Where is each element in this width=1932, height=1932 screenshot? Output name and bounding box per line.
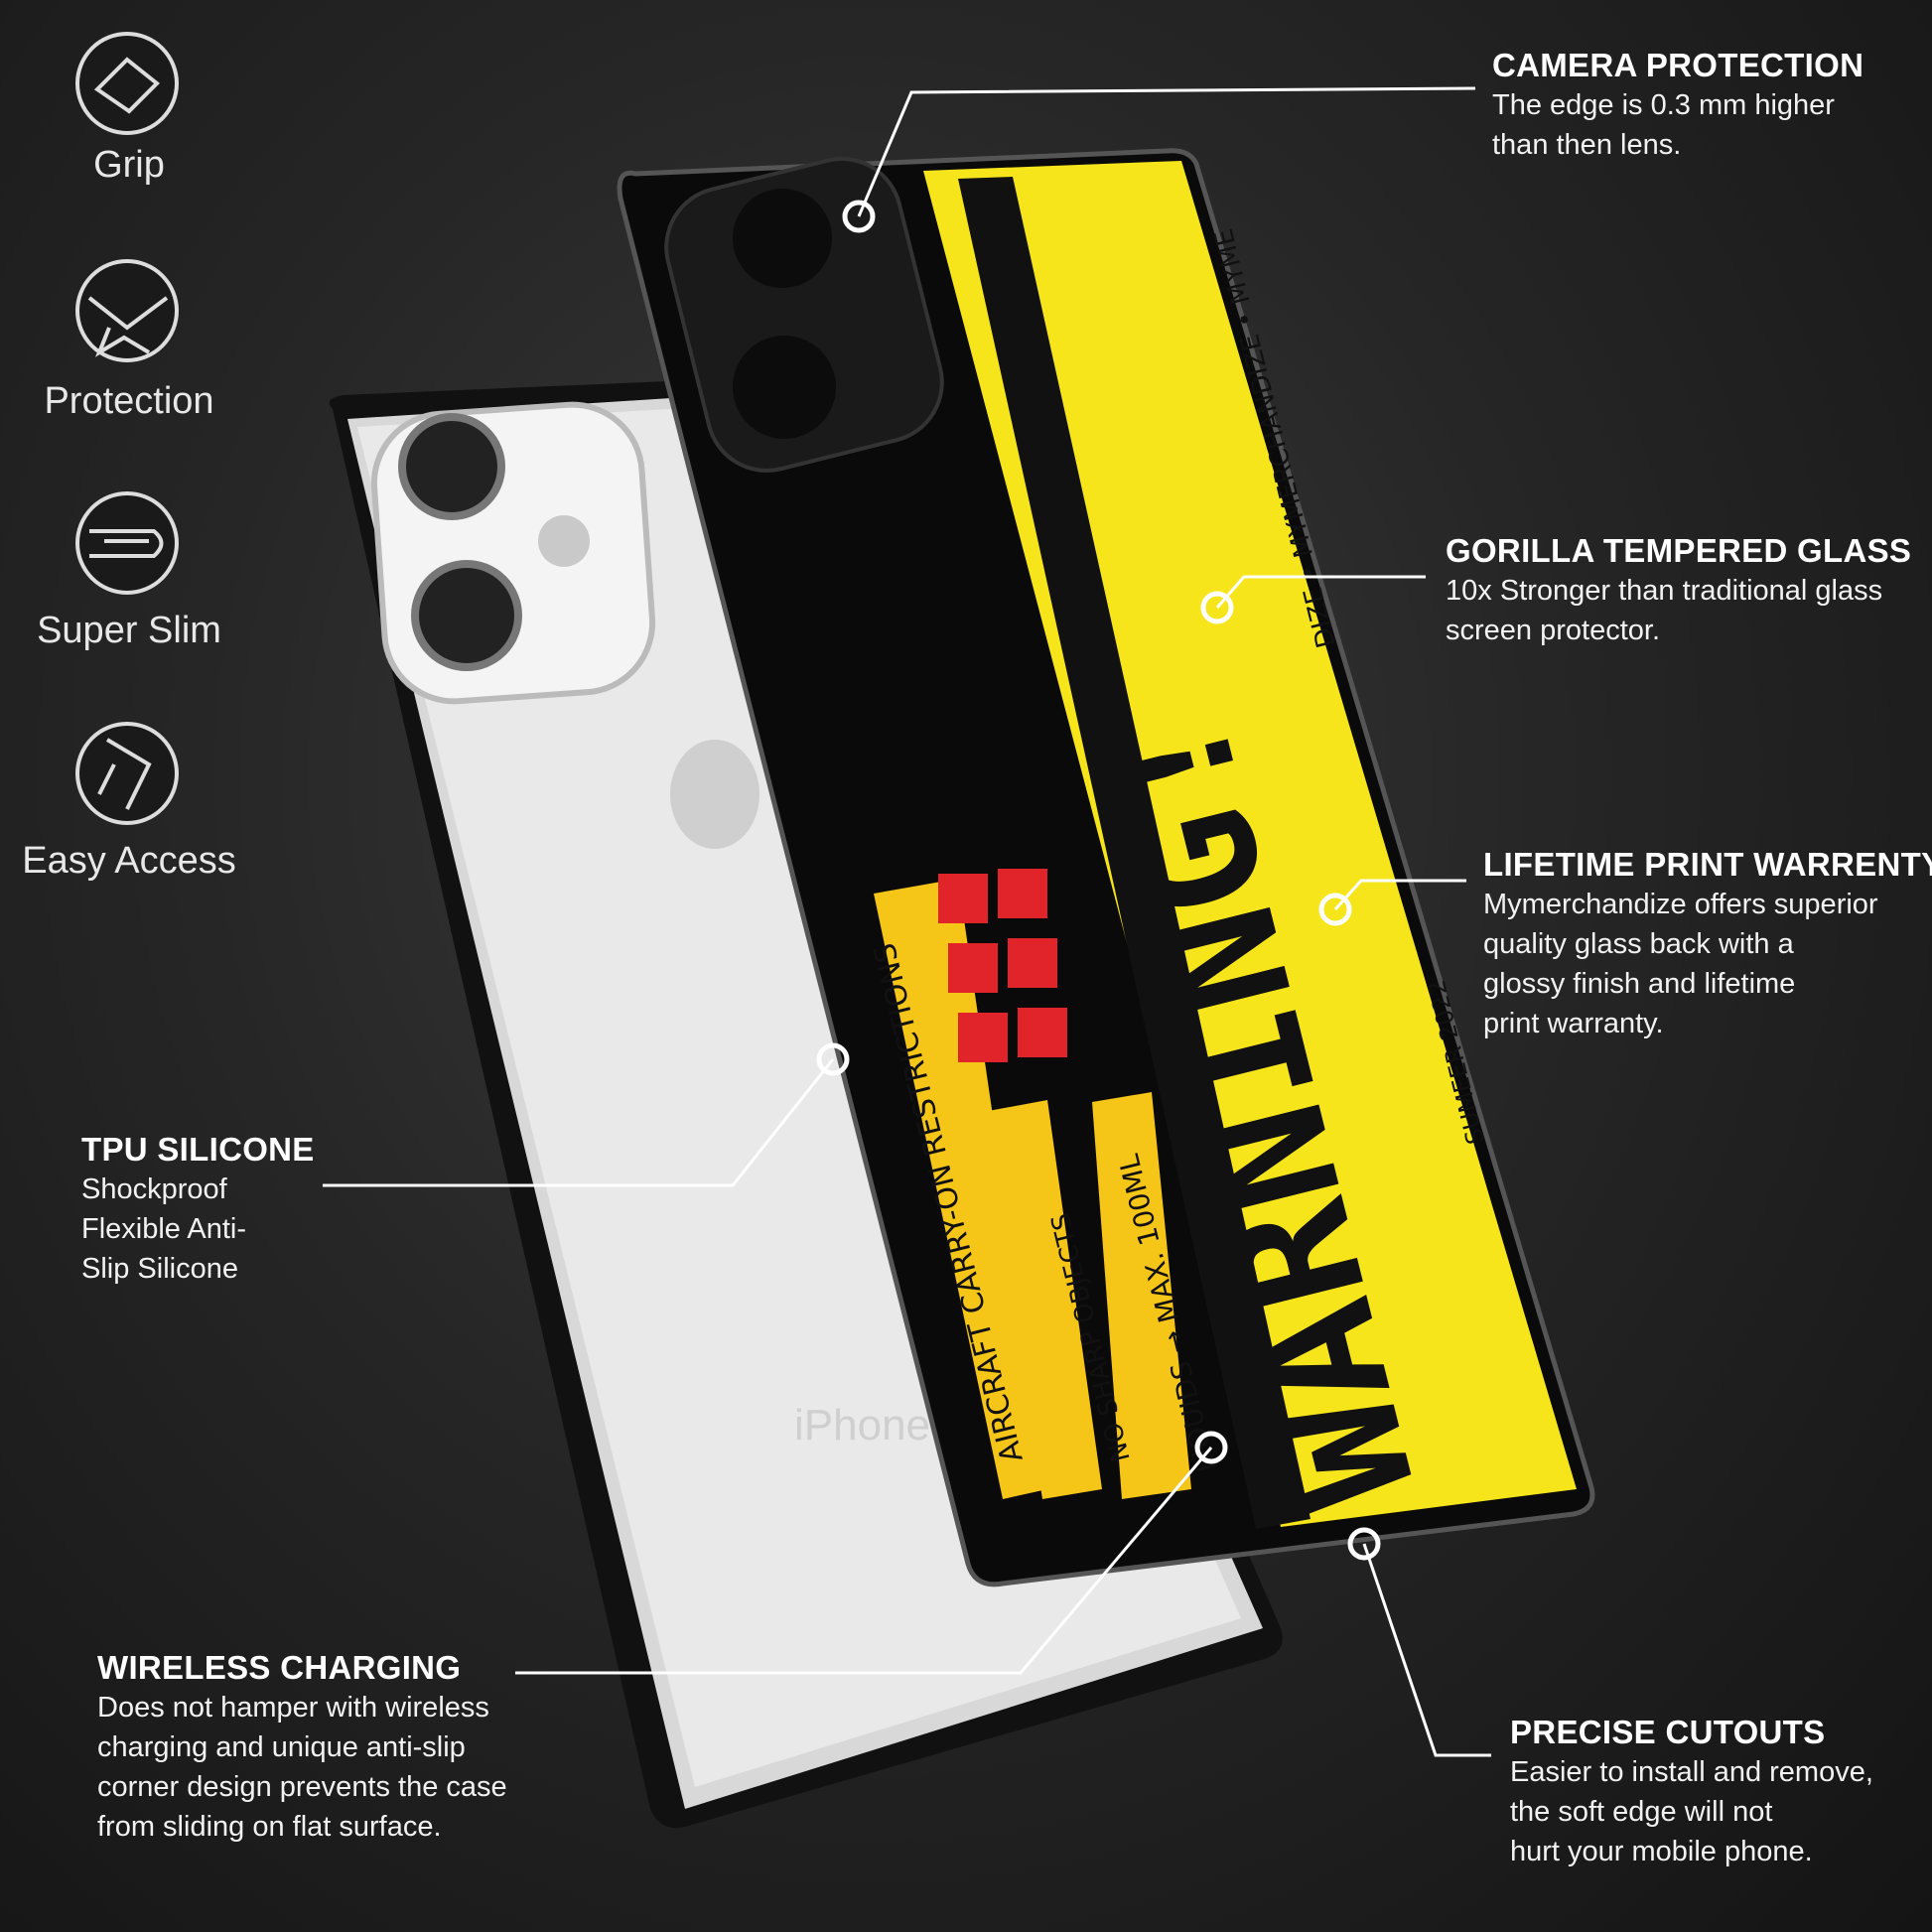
callout-title: GORILLA TEMPERED GLASS (1446, 532, 1912, 569)
back-phone-mark: iPhone (794, 1401, 930, 1449)
front-case: AIRCRAFT CARRY-ON RESTRICTIONS NO SHARP … (617, 148, 1595, 1587)
callout-gorilla-glass: GORILLA TEMPERED GLASS 10x Stronger than… (1446, 531, 1911, 650)
callout-desc: Easier to install and remove, the soft e… (1510, 1756, 1873, 1867)
callout-desc: The edge is 0.3 mm higher than then lens… (1492, 89, 1835, 161)
callout-dots (816, 200, 1381, 1561)
callout-title: LIFETIME PRINT WARRENTY (1483, 846, 1932, 883)
warning-yellow-panel (923, 161, 1577, 1527)
feature-label-easy-access: Easy Access (22, 840, 236, 882)
callout-lines (323, 86, 1491, 1757)
camera-lens-icon (411, 560, 522, 671)
camera-lens-icon (398, 413, 505, 520)
callout-title: PRECISE CUTOUTS (1510, 1714, 1826, 1750)
callout-tpu-silicone: TPU SILICONE Shockproof Flexible Anti- S… (81, 1130, 315, 1289)
callout-precise-cutouts: PRECISE CUTOUTS Easier to install and re… (1510, 1713, 1873, 1871)
callout-title: CAMERA PROTECTION (1492, 47, 1864, 83)
callout-desc: Does not hamper with wireless charging a… (97, 1692, 507, 1843)
callout-desc: 10x Stronger than traditional glass scre… (1446, 575, 1883, 646)
shield-impact-icon (75, 259, 179, 362)
feature-label-grip: Grip (93, 144, 165, 186)
label-restrictions (874, 879, 1047, 1499)
callout-camera-protection: CAMERA PROTECTION The edge is 0.3 mm hig… (1492, 46, 1863, 165)
phone-hand-icon (75, 722, 179, 825)
apple-logo-icon (670, 740, 759, 849)
callout-title: TPU SILICONE (81, 1131, 315, 1168)
feature-label-super-slim: Super Slim (37, 610, 221, 651)
callout-wireless-charging: WIRELESS CHARGING Does not hamper with w… (97, 1648, 507, 1847)
callout-desc: Shockproof Flexible Anti- Slip Silicone (81, 1173, 247, 1285)
callout-desc: Mymerchandize offers superior quality gl… (1483, 889, 1878, 1039)
callout-title: WIRELESS CHARGING (97, 1649, 462, 1686)
slim-case-icon (75, 491, 179, 595)
restriction-icons (938, 869, 1067, 1062)
hand-grip-icon (75, 32, 179, 135)
flash-icon (538, 515, 590, 567)
feature-label-protection: Protection (44, 380, 214, 422)
callout-lifetime-warranty: LIFETIME PRINT WARRENTY Mymerchandize of… (1483, 845, 1932, 1043)
